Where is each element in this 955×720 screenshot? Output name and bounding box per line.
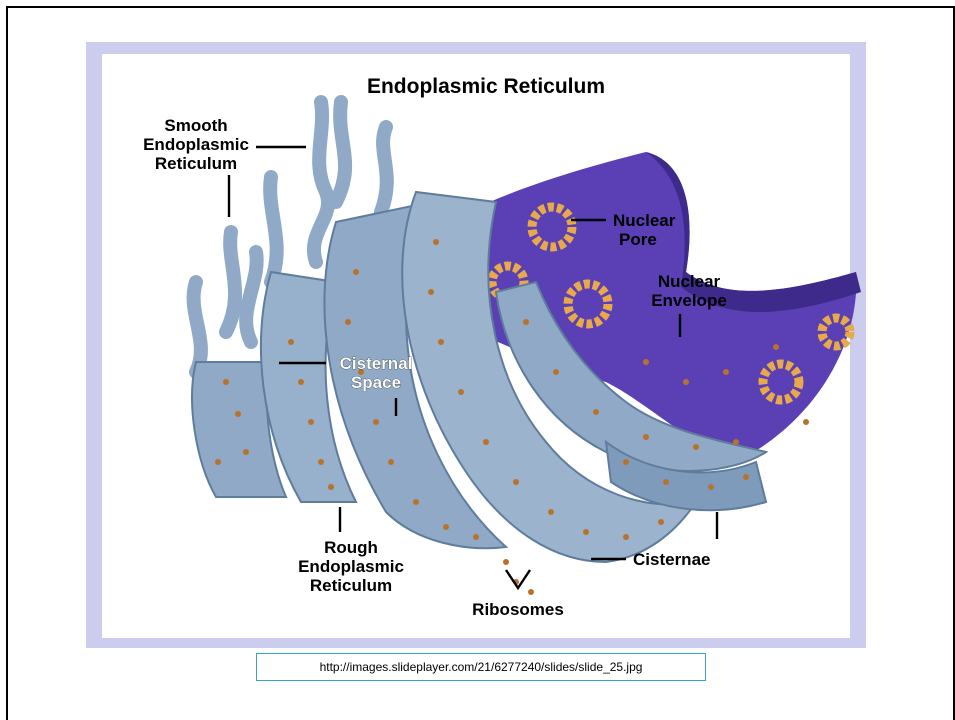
smooth-er-line3: Reticulum [155,154,237,173]
cisternae-label: Cisternae [633,550,710,569]
er-diagram: Endoplasmic Reticulum Smooth Endoplasmic… [86,42,866,648]
source-url-box: http://images.slideplayer.com/21/6277240… [256,653,706,681]
rough-er-line3: Reticulum [310,576,392,595]
smooth-er-line2: Endoplasmic [143,135,249,154]
diagram-title: Endoplasmic Reticulum [367,75,605,98]
nuclear-pore-line2: Pore [619,230,657,249]
source-url[interactable]: http://images.slideplayer.com/21/6277240… [320,660,643,674]
label-rough-er: Rough Endoplasmic Reticulum [298,507,404,595]
ribosomes-label: Ribosomes [472,600,564,619]
nuclear-pore-line1: Nuclear [613,211,676,230]
rough-er-line1: Rough [324,538,378,557]
rough-er-line2: Endoplasmic [298,557,404,576]
ribosomes-leader [506,570,530,588]
label-ribosomes: Ribosomes [472,570,564,619]
label-smooth-er: Smooth Endoplasmic Reticulum [143,116,306,217]
nuclear-envelope-line1: Nuclear [658,272,721,291]
nuclear-envelope-line2: Envelope [651,291,727,310]
cisternal-space-line1: Cisternal [340,354,413,373]
smooth-er-line1: Smooth [164,116,227,135]
cisternal-space-line2: Space [351,373,401,392]
